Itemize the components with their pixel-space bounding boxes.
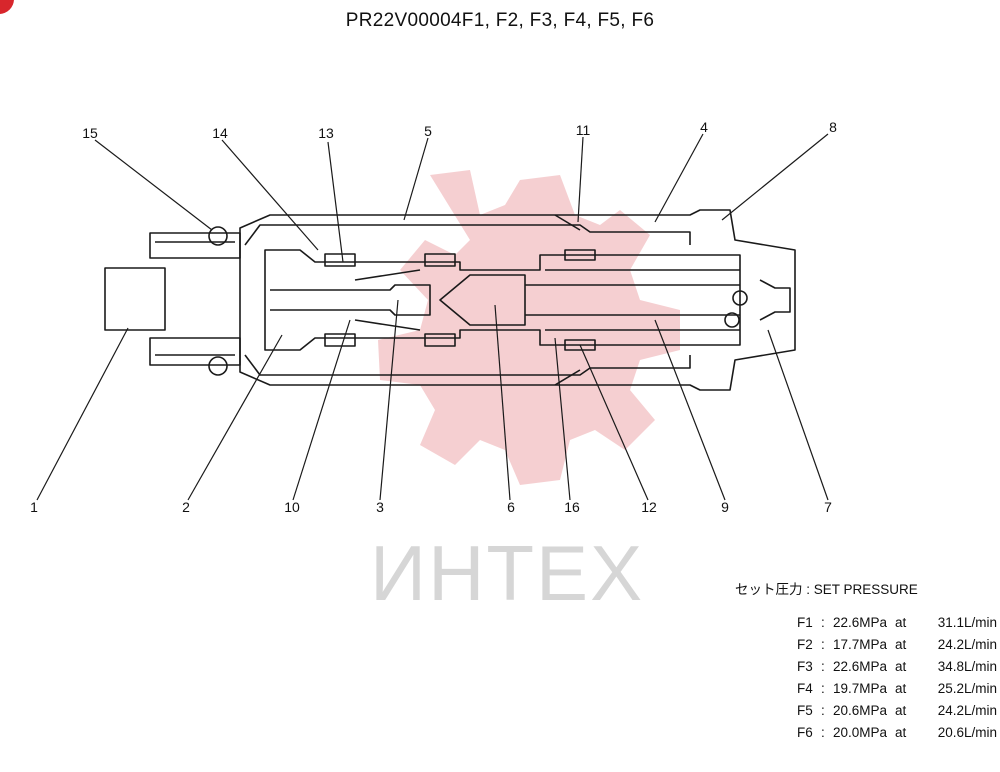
callout-7: 7 bbox=[824, 499, 832, 515]
callout-14: 14 bbox=[212, 125, 228, 141]
colon: : bbox=[821, 680, 825, 696]
callout-6: 6 bbox=[507, 499, 515, 515]
at-word: at bbox=[895, 702, 907, 718]
callout-16: 16 bbox=[564, 499, 580, 515]
flow-rate-value: 31.1L/min bbox=[937, 614, 997, 630]
set-pressure-value: 22.6MPa bbox=[833, 614, 888, 630]
o-ring-lower bbox=[208, 356, 228, 376]
callout-9: 9 bbox=[721, 499, 729, 515]
pressure-id: F1 bbox=[797, 614, 813, 630]
set-pressure-value: 17.7MPa bbox=[833, 636, 888, 652]
set-pressure-value: 19.7MPa bbox=[833, 680, 888, 696]
watermark-logo bbox=[378, 170, 680, 485]
callout-2: 2 bbox=[182, 499, 190, 515]
at-word: at bbox=[895, 658, 907, 674]
watermark-text: ИНТЕХ bbox=[370, 529, 645, 617]
legend-row-f4: F4:19.7MPa at 25.2L/min bbox=[735, 677, 997, 699]
flow-rate-value: 24.2L/min bbox=[937, 702, 997, 718]
leader-lines bbox=[36, 133, 829, 501]
callout-1: 1 bbox=[30, 499, 38, 515]
colon: : bbox=[821, 636, 825, 652]
flow-rate-value: 20.6L/min bbox=[937, 724, 997, 740]
o-ring-15 bbox=[208, 226, 228, 246]
legend-row-f5: F5:20.6MPa at 24.2L/min bbox=[735, 699, 997, 721]
legend-row-f2: F2:17.7MPa at 24.2L/min bbox=[735, 633, 997, 655]
set-pressure-value: 20.6MPa bbox=[833, 702, 888, 718]
pressure-id: F3 bbox=[797, 658, 813, 674]
callout-8: 8 bbox=[829, 119, 837, 135]
poppet-assembly bbox=[270, 269, 526, 331]
callout-10: 10 bbox=[284, 499, 300, 515]
valve-housing bbox=[239, 209, 796, 391]
adjust-screw bbox=[759, 279, 791, 321]
callout-11: 11 bbox=[576, 122, 591, 138]
at-word: at bbox=[895, 680, 907, 696]
legend-row-f1: F1:22.6MPa at 31.1L/min bbox=[735, 611, 997, 633]
pressure-id: F5 bbox=[797, 702, 813, 718]
legend-heading: セット圧力 : SET PRESSURE bbox=[735, 582, 918, 597]
legend-row-f3: F3:22.6MPa at 34.8L/min bbox=[735, 655, 997, 677]
colon: : bbox=[821, 658, 825, 674]
inner-sleeve bbox=[264, 249, 741, 351]
inlet-fitting bbox=[104, 232, 241, 366]
pressure-id: F4 bbox=[797, 680, 813, 696]
colon: : bbox=[821, 724, 825, 740]
colon: : bbox=[821, 702, 825, 718]
flow-rate-value: 34.8L/min bbox=[937, 658, 997, 674]
at-word: at bbox=[895, 614, 907, 630]
drawing-title: PR22V00004F1, F2, F3, F4, F5, F6 bbox=[345, 10, 655, 31]
flow-rate-value: 25.2L/min bbox=[937, 680, 997, 696]
set-pressure-value: 20.0MPa bbox=[833, 724, 888, 740]
flow-rate-value: 24.2L/min bbox=[937, 636, 997, 652]
at-word: at bbox=[895, 636, 907, 652]
pressure-id: F6 bbox=[797, 724, 813, 740]
spring bbox=[525, 269, 748, 331]
callout-4: 4 bbox=[700, 119, 708, 135]
callout-12: 12 bbox=[641, 499, 657, 515]
colon: : bbox=[821, 614, 825, 630]
callout-13: 13 bbox=[318, 125, 334, 141]
at-word: at bbox=[895, 724, 907, 740]
pressure-id: F2 bbox=[797, 636, 813, 652]
callout-5: 5 bbox=[424, 123, 432, 139]
callout-15: 15 bbox=[82, 125, 98, 141]
set-pressure-value: 22.6MPa bbox=[833, 658, 888, 674]
legend-row-f6: F6:20.0MPa at 20.6L/min bbox=[735, 721, 997, 743]
callout-3: 3 bbox=[376, 499, 384, 515]
